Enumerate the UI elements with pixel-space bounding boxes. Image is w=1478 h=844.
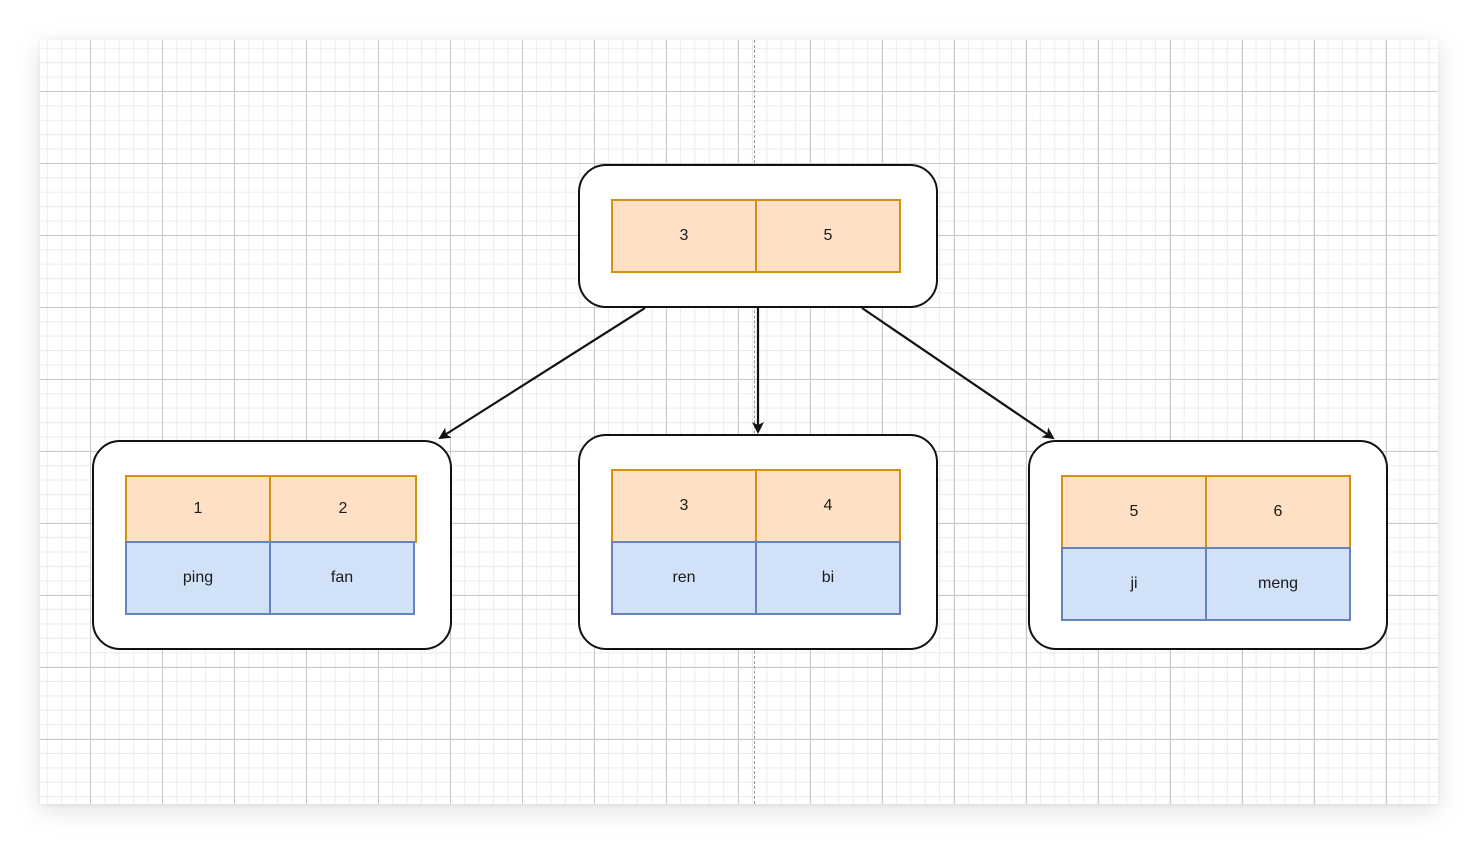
leaf-2-value-cell: bi <box>755 541 901 615</box>
leaf-3-key-cell: 5 <box>1061 475 1207 549</box>
leaf-3-value-cell: ji <box>1061 547 1207 621</box>
leaf-node-3[interactable]: 5 6 ji meng <box>1028 440 1388 650</box>
leaf-node-2[interactable]: 3 4 ren bi <box>578 434 938 650</box>
center-guide-line <box>754 40 755 804</box>
leaf-2-key-cell: 4 <box>755 469 901 543</box>
leaf-node-1[interactable]: 1 2 ping fan <box>92 440 452 650</box>
leaf-3-key-cell: 6 <box>1205 475 1351 549</box>
leaf-1-value-cell: ping <box>125 541 271 615</box>
leaf-1-key-cell: 2 <box>269 475 417 543</box>
leaf-1-key-cell: 1 <box>125 475 271 543</box>
diagram-canvas <box>40 40 1438 804</box>
root-key-cell: 5 <box>755 199 901 273</box>
leaf-2-value-cell: ren <box>611 541 757 615</box>
leaf-3-value-cell: meng <box>1205 547 1351 621</box>
leaf-1-value-cell: fan <box>269 541 415 615</box>
root-key-cell: 3 <box>611 199 757 273</box>
root-node[interactable]: 3 5 <box>578 164 938 308</box>
leaf-2-key-cell: 3 <box>611 469 757 543</box>
